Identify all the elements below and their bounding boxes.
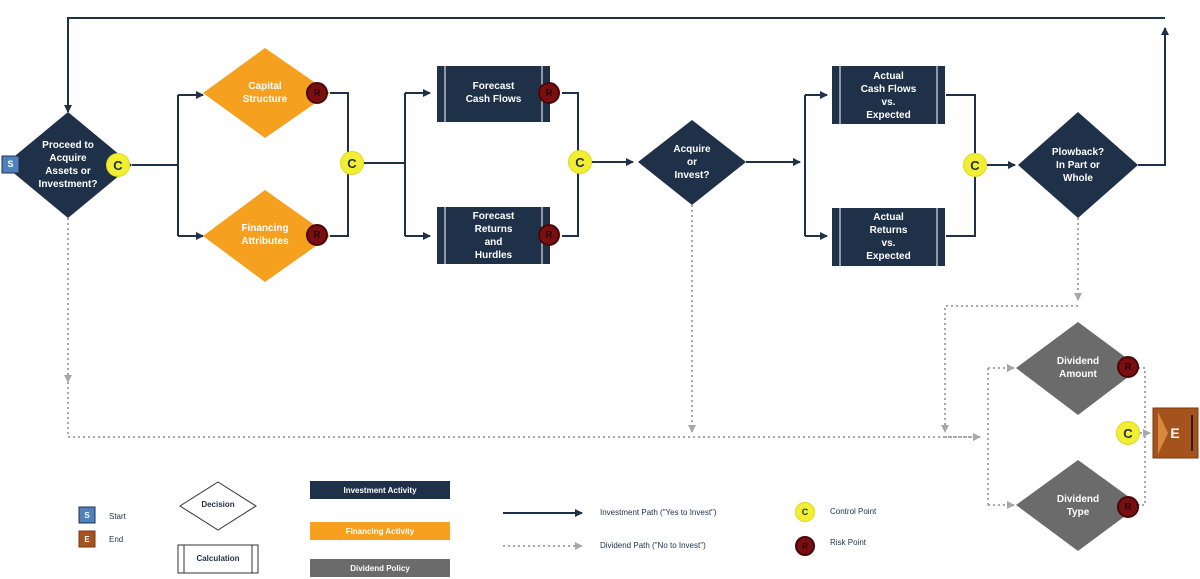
decision-financing-attributes bbox=[203, 190, 330, 282]
control-point-proceed: C bbox=[106, 153, 130, 177]
connector-plowback-up bbox=[1138, 27, 1169, 166]
legend-financing-activity: Financing Activity bbox=[310, 522, 450, 540]
label-financing-attributes: Financing Attributes bbox=[241, 223, 289, 247]
decision-dividend-amount bbox=[1016, 322, 1140, 415]
label-forecast-cash-flows: Forecast Cash Flows bbox=[465, 81, 522, 105]
risk-point-forecast-cf: R bbox=[538, 82, 560, 104]
decision-plowback bbox=[1018, 112, 1138, 218]
control-point-dividend: C bbox=[1116, 421, 1140, 445]
decision-acquire bbox=[638, 120, 746, 205]
legend-calculation-label: Calculation bbox=[196, 554, 240, 563]
legend-decision-shape bbox=[179, 481, 257, 531]
legend-start-letter: S bbox=[84, 510, 90, 520]
label-dividend-amount: Dividend Amount bbox=[1056, 356, 1100, 380]
label-proceed: Proceed to Acquire Assets or Investment? bbox=[38, 140, 98, 190]
decision-dividend-type bbox=[1016, 460, 1140, 551]
label-dividend-type: Dividend Type bbox=[1056, 494, 1100, 518]
connector-loop-to-proceed bbox=[64, 17, 1165, 113]
control-point-financing: C bbox=[340, 151, 364, 175]
start-letter: S bbox=[7, 159, 14, 169]
legend-end-letter: E bbox=[84, 534, 90, 544]
legend-risk-point-label: Risk Point bbox=[830, 538, 867, 547]
legend-investment-activity: Investment Activity bbox=[310, 481, 450, 499]
calc-forecast-returns bbox=[437, 207, 550, 264]
label-acquire-invest: Acquire or Invest? bbox=[673, 143, 711, 181]
investment-connectors bbox=[64, 17, 1169, 240]
end-letter: E bbox=[1170, 424, 1180, 441]
legend-investment-path-label: Investment Path ("Yes to Invest") bbox=[600, 508, 717, 517]
legend-control-point-label: Control Point bbox=[830, 507, 877, 516]
legend-end-symbol bbox=[78, 530, 96, 548]
risk-point-financing: R bbox=[306, 224, 328, 246]
label-plowback: Plowback? In Part or Whole bbox=[1051, 146, 1105, 184]
legend-decision-label: Decision bbox=[201, 500, 235, 509]
legend-start-label: Start bbox=[109, 512, 126, 521]
control-point-actual: C bbox=[963, 153, 987, 177]
decision-capital-structure bbox=[203, 48, 330, 138]
label-forecast-returns: Forecast Returns and Hurdles bbox=[472, 211, 515, 261]
legend-dividend-policy: Dividend Policy bbox=[310, 559, 450, 577]
risk-point-forecast-ret: R bbox=[538, 224, 560, 246]
control-point-forecast: C bbox=[568, 150, 592, 174]
dotted-plowback-loop bbox=[941, 305, 1078, 433]
decision-proceed bbox=[4, 112, 132, 218]
calc-actual-cash-flows bbox=[832, 66, 945, 124]
risk-point-capital: R bbox=[306, 82, 328, 104]
dotted-bottom-run bbox=[67, 382, 980, 438]
label-capital-structure: Capital Structure bbox=[242, 81, 288, 105]
legend-end-label: End bbox=[109, 535, 124, 544]
legend-risk-marker: R bbox=[795, 536, 815, 556]
start-symbol bbox=[1, 155, 20, 174]
legend-calculation-shape bbox=[177, 544, 259, 574]
end-symbol bbox=[1152, 407, 1199, 459]
label-actual-cash-flows: Actual Cash Flows vs. Expected bbox=[860, 71, 917, 121]
dividend-connectors bbox=[64, 205, 1151, 509]
risk-point-dividend-type: R bbox=[1117, 496, 1139, 518]
calc-forecast-cash-flows bbox=[437, 66, 550, 122]
risk-point-dividend-amount: R bbox=[1117, 356, 1139, 378]
calc-actual-returns bbox=[832, 208, 945, 266]
legend-control-marker: C bbox=[795, 502, 815, 522]
legend-start-symbol bbox=[78, 506, 96, 524]
label-actual-returns: Actual Returns vs. Expected bbox=[866, 212, 911, 262]
legend-dividend-path-label: Dividend Path ("No to Invest") bbox=[600, 541, 706, 550]
